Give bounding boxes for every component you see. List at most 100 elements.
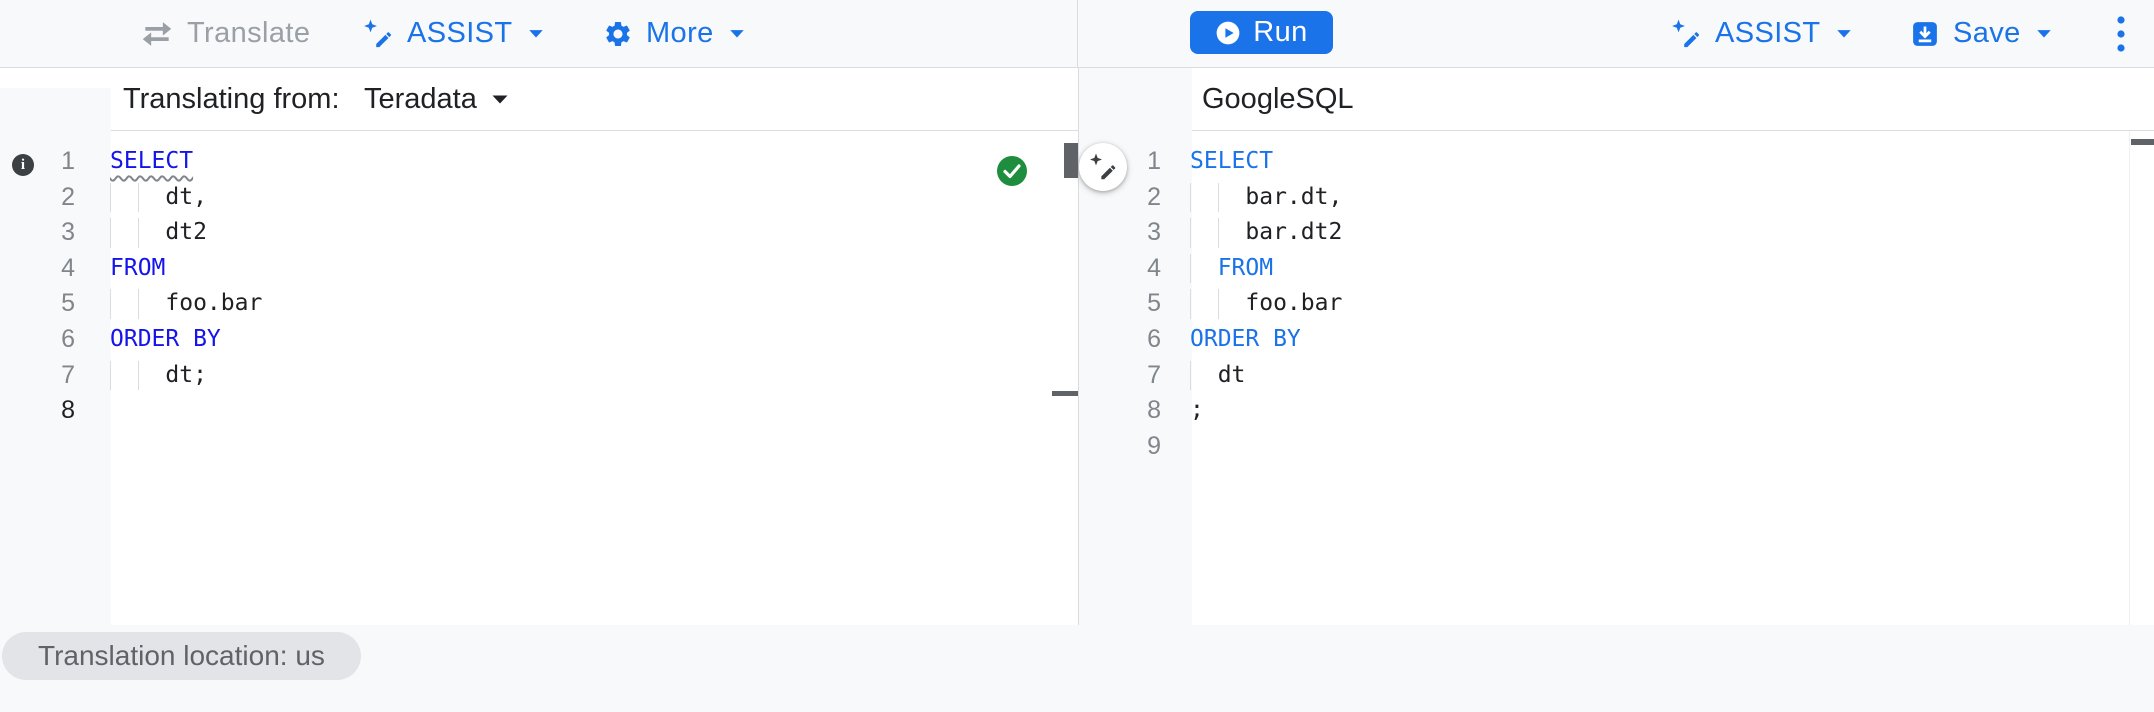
source-horizontal-scrollbar-thumb[interactable]	[1052, 391, 1078, 396]
sql-keyword: ORDER BY	[110, 325, 221, 352]
translation-location-chip: Translation location: us	[2, 632, 361, 680]
line-number: 8	[61, 396, 75, 425]
sql-text: foo.bar	[110, 290, 263, 317]
indent-guide	[110, 218, 111, 248]
line-number: 5	[61, 289, 75, 318]
code-line: ;	[1190, 393, 2120, 429]
code-line: foo.bar	[1190, 286, 2120, 322]
chevron-down-icon	[528, 29, 544, 38]
kebab-icon	[2116, 15, 2126, 53]
top-toolbar: Translate ASSIST More	[0, 0, 2154, 68]
code-line: SELECT	[110, 144, 1050, 180]
indent-guide	[1217, 218, 1219, 248]
sql-keyword: FROM	[1217, 254, 1274, 281]
overflow-menu-button[interactable]	[2098, 10, 2144, 58]
save-menu[interactable]: Save	[1910, 0, 2052, 67]
code-line: dt2	[110, 215, 1050, 251]
sql-keyword: SELECT	[1190, 148, 1274, 174]
target-scrollbar-thumb[interactable]	[2131, 139, 2154, 145]
code-line: dt,	[110, 180, 1050, 216]
code-line: SELECT	[1190, 144, 2120, 180]
line-number: 4	[61, 253, 75, 282]
source-editor-gutter: 1 2 3 4 5 6 7 8	[0, 88, 111, 625]
indent-guide	[1190, 253, 1191, 284]
indent-guide	[110, 182, 111, 213]
line-number: 4	[1147, 253, 1161, 282]
more-label: More	[646, 17, 714, 49]
play-circle-icon	[1215, 20, 1241, 46]
dialect-value: Teradata	[364, 82, 477, 115]
indent-guide	[110, 360, 111, 391]
line-number: 7	[61, 360, 75, 389]
line-number: 2	[1147, 182, 1161, 211]
indent-guide	[1190, 289, 1191, 319]
source-vertical-scrollbar-thumb[interactable]	[1064, 143, 1078, 178]
chevron-down-icon	[2036, 29, 2052, 38]
line-number: 6	[61, 324, 75, 353]
code-line: ORDER BY	[1190, 322, 2120, 358]
line-number: 1	[1147, 147, 1161, 175]
magic-pen-icon	[362, 18, 394, 50]
code-line: bar.dt2	[1190, 215, 2120, 251]
swap-arrows-icon	[140, 20, 174, 48]
save-label: Save	[1953, 17, 2021, 49]
assist-menu-right[interactable]: ASSIST	[1670, 0, 1852, 67]
toolbar-divider	[1077, 0, 1078, 67]
ai-suggest-button[interactable]	[1079, 143, 1127, 191]
save-icon	[1910, 19, 1940, 49]
sql-text: ;	[1190, 397, 1204, 424]
sql-text: bar.dt2	[1190, 219, 1343, 246]
run-button[interactable]: Run	[1190, 11, 1333, 54]
source-dialect-dropdown[interactable]: Teradata	[364, 68, 509, 130]
sql-keyword: ORDER BY	[1190, 325, 1301, 352]
indent-guide	[137, 289, 139, 319]
sql-keyword: FROM	[110, 254, 166, 281]
code-line: bar.dt,	[1190, 180, 2120, 216]
magic-pen-icon	[1088, 152, 1118, 182]
sql-text: dt2	[110, 219, 207, 246]
indent-guide	[137, 218, 139, 248]
sql-keyword: SELECT	[110, 148, 194, 174]
sql-text: dt	[1190, 361, 1246, 388]
more-menu[interactable]: More	[603, 0, 745, 67]
sql-text: foo.bar	[1190, 290, 1343, 317]
code-line: FROM	[1190, 251, 2120, 287]
translation-valid-icon	[997, 156, 1027, 186]
translate-label: Translate	[187, 17, 311, 49]
translation-location-text: Translation location: us	[38, 640, 325, 671]
line-number: 3	[61, 218, 75, 247]
target-scrollbar-track	[2129, 131, 2130, 625]
indent-guide	[110, 289, 111, 319]
line-number: 3	[1147, 218, 1161, 247]
code-line	[110, 393, 1050, 429]
chevron-down-icon	[1836, 29, 1852, 38]
code-line	[1190, 429, 2120, 465]
assist-label: ASSIST	[407, 17, 513, 49]
indent-guide	[1217, 289, 1219, 319]
translate-button[interactable]: Translate	[140, 0, 310, 67]
chevron-down-icon	[491, 94, 509, 105]
code-line: dt	[1190, 358, 2120, 394]
code-line: ORDER BY	[110, 322, 1050, 358]
code-line: FROM	[110, 251, 1050, 287]
line-number: 2	[61, 182, 75, 211]
run-label: Run	[1253, 16, 1308, 48]
info-icon[interactable]: i	[12, 154, 34, 176]
magic-pen-icon	[1670, 18, 1702, 50]
indent-guide	[1190, 218, 1191, 248]
indent-guide	[1190, 360, 1191, 391]
sql-text: dt,	[110, 183, 207, 210]
info-glyph: i	[20, 156, 26, 173]
code-line: dt;	[110, 358, 1050, 394]
indent-guide	[137, 182, 139, 213]
indent-guide	[1217, 182, 1219, 213]
line-number: 1	[61, 147, 75, 175]
assist-label: ASSIST	[1715, 17, 1821, 49]
line-numbers: 1 2 3 4 5 6 7 8	[0, 144, 75, 429]
bottom-strip: Translation location: us	[0, 625, 2154, 712]
chevron-down-icon	[729, 29, 745, 38]
assist-menu-left[interactable]: ASSIST	[362, 0, 544, 67]
sql-text: dt;	[110, 361, 207, 388]
